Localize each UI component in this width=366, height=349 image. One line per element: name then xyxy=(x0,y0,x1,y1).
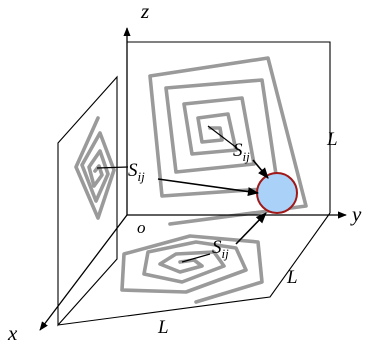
left-face-frame xyxy=(57,75,118,327)
s-main-label: Sij xyxy=(233,140,250,164)
s-bottom-label: Sij xyxy=(212,237,229,261)
side-length-label-bottom: L xyxy=(157,317,169,338)
arrow-from-bottom-spiral xyxy=(235,212,267,245)
back-face-frame xyxy=(127,41,331,213)
left-face-spiral xyxy=(74,116,116,220)
x-axis-label: x xyxy=(7,321,18,345)
y-axis-label: y xyxy=(350,202,362,226)
sphere xyxy=(256,172,298,214)
bottom-face-spiral xyxy=(120,234,264,304)
s-main-leader xyxy=(207,125,238,149)
s-bottom-leader xyxy=(181,253,211,263)
origin-label: o xyxy=(137,218,146,237)
arrow-from-left-spiral xyxy=(157,178,260,197)
bottom-face-frame xyxy=(57,212,331,326)
arrow-from-back-spiral xyxy=(252,159,269,179)
s-left-label: Sij xyxy=(128,160,145,184)
side-length-label-bottom-right: L xyxy=(286,267,298,288)
x-axis xyxy=(39,214,128,331)
z-axis-label: z xyxy=(140,0,149,23)
s-left-leader xyxy=(96,166,129,169)
side-length-label-right: L xyxy=(326,129,338,150)
back-face-spiral xyxy=(148,56,308,226)
